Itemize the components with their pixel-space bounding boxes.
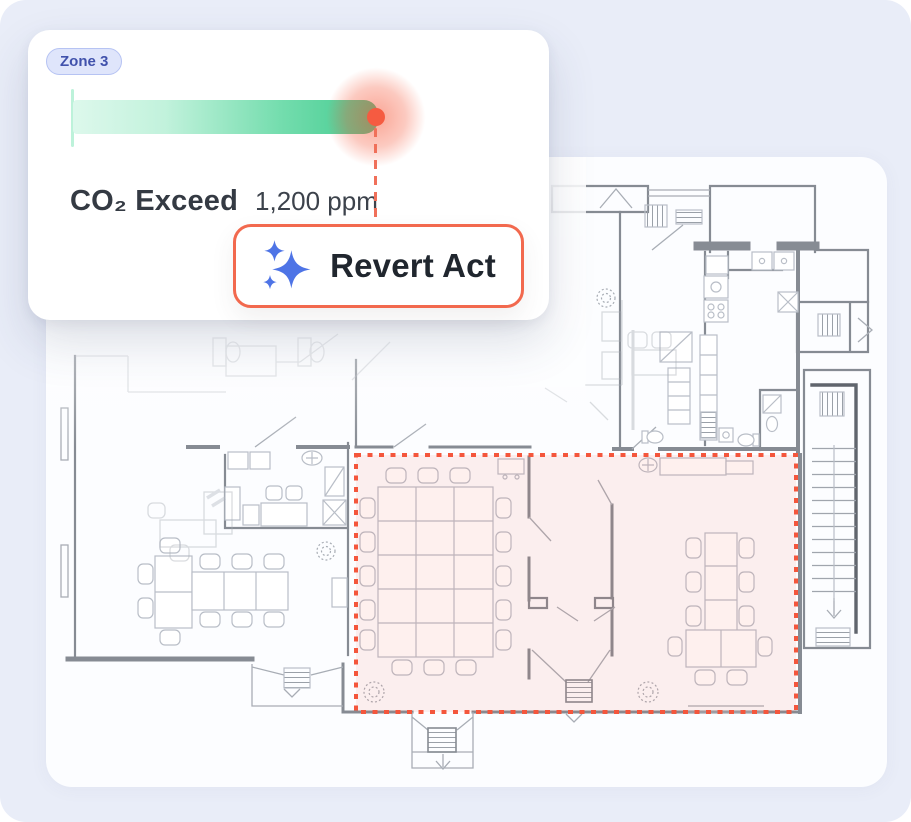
staircase: [812, 445, 856, 647]
alert-dot: [367, 108, 385, 126]
revert-button-label: Revert Act: [330, 247, 496, 284]
plan-furniture: [137, 204, 856, 753]
co2-alert-card: Zone 3 CO₂ Exceed 1,200 ppm Revert Act: [28, 30, 549, 320]
metric-row: CO₂ Exceed 1,200 ppm: [70, 185, 378, 218]
metric-value: 1,200 ppm: [255, 186, 378, 216]
connector-dashed-line: [374, 128, 377, 226]
metric-label: CO₂ Exceed: [70, 185, 239, 217]
plant-icons: [316, 288, 659, 703]
bar-start-tick: [71, 89, 74, 147]
zone-badge: Zone 3: [46, 48, 123, 75]
co2-zone-highlight[interactable]: [354, 453, 798, 714]
revert-action-button[interactable]: Revert Act: [233, 224, 524, 308]
plan-details: [60, 187, 873, 770]
sparkles-icon: [263, 240, 311, 290]
